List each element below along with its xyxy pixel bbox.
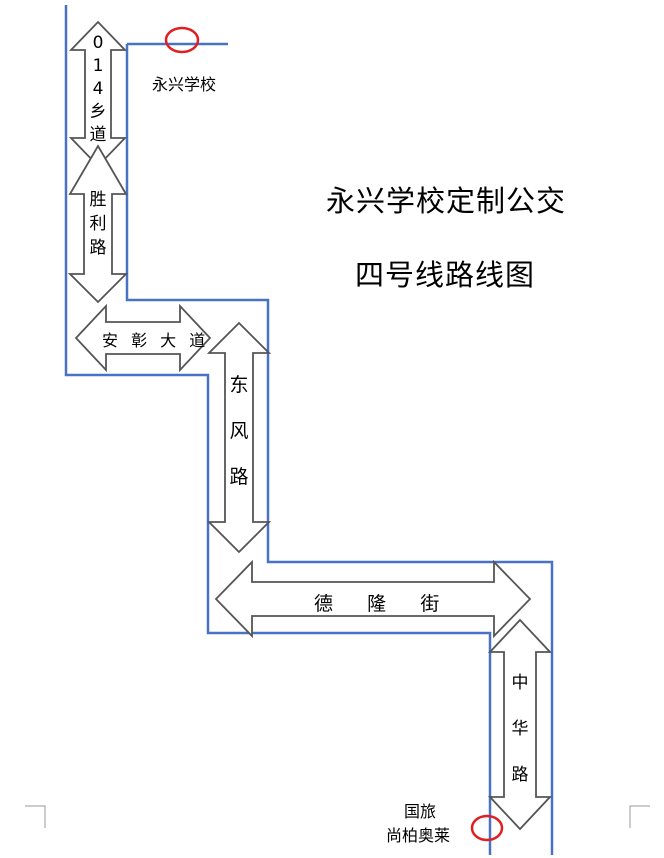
road-label-char: 中	[511, 673, 529, 693]
road-label-014-xiangdao: 0 1 4 乡 道	[86, 32, 110, 147]
road-label-zhonghua-lu: 中 华 路	[508, 660, 532, 798]
end-stop-label-line2: 尚柏奥莱	[386, 826, 451, 845]
road-label-char: 东	[229, 374, 249, 396]
road-arrow-shengli-lu	[67, 144, 129, 304]
road-label-char: 1	[92, 56, 104, 76]
road-label-char: 乡	[89, 102, 107, 122]
road-label-delong-jie: 德 隆 街	[314, 593, 442, 615]
road-label-char: 路	[229, 466, 249, 488]
diagram-title-line2: 四号线路线图	[355, 258, 536, 292]
crop-mark-right	[629, 805, 650, 828]
diagram-title-line1: 永兴学校定制公交	[326, 184, 567, 218]
end-stop-marker	[470, 814, 504, 842]
start-stop-marker	[164, 26, 200, 54]
crop-marks	[25, 805, 650, 828]
road-label-anzhang-dadao: 安 彰 大 道	[102, 331, 210, 350]
road-label-char: 华	[511, 719, 529, 739]
road-label-char: 利	[89, 214, 107, 234]
end-stop-label-line1: 国旅	[404, 802, 437, 821]
road-label-char: 风	[229, 420, 249, 442]
road-label-dongfeng-lu: 东 风 路	[227, 362, 251, 500]
start-stop-label: 永兴学校	[152, 75, 217, 94]
road-label-char: 道	[89, 125, 107, 145]
road-label-char: 4	[92, 79, 104, 99]
road-arrow-zhonghua-lu	[487, 618, 553, 831]
road-label-char: 胜	[89, 190, 107, 210]
road-label-shengli-lu: 胜 利 路	[86, 188, 110, 260]
route-outer-right	[125, 44, 554, 855]
road-arrow-anzhang-dadao	[74, 303, 212, 373]
road-arrow-dongfeng-lu	[206, 321, 272, 554]
route-lines	[64, 5, 554, 855]
road-label-char: 路	[89, 238, 107, 258]
road-label-char: 0	[92, 33, 104, 53]
route-outer-left	[64, 5, 492, 855]
crop-mark-left	[25, 805, 46, 828]
road-label-char: 路	[511, 765, 529, 785]
road-arrow-delong-jie	[214, 559, 532, 639]
